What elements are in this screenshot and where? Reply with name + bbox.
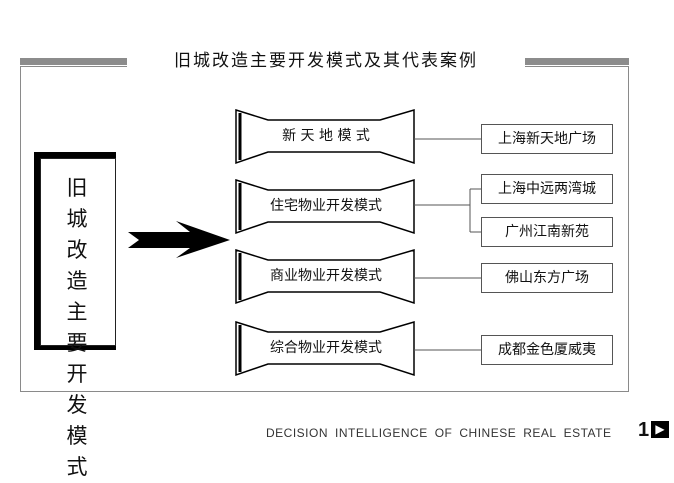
main-box: 旧 城 改 造 主 要 开 发 模 式 — [40, 158, 116, 479]
title-bar-left — [20, 58, 127, 65]
case-box: 成都金色厦威夷 — [481, 335, 613, 365]
mode-banner — [235, 108, 415, 165]
right-arrow-icon — [128, 221, 230, 258]
mode-banners — [235, 108, 415, 377]
main-label-line: 改 造 — [66, 238, 96, 293]
next-page-icon[interactable]: ▶ — [651, 421, 669, 438]
mode-banner — [235, 320, 415, 377]
main-label-line: 开 发 — [66, 362, 96, 417]
footer-word: DECISION — [266, 426, 329, 440]
case-box: 广州江南新苑 — [481, 217, 613, 247]
case-box: 佛山东方广场 — [481, 263, 613, 293]
footer-word: CHINESE — [459, 426, 517, 440]
title-bar-right — [525, 58, 629, 65]
main-label-line: 主 要 — [66, 300, 96, 355]
diagram-shapes — [128, 108, 481, 377]
mode-banner — [235, 248, 415, 305]
mode-banner — [235, 178, 415, 235]
footer-tagline: DECISION INTELLIGENCE OF CHINESE REAL ESTATE — [266, 426, 619, 440]
mode-label-mixed: 综合物业开发模式 — [270, 340, 382, 356]
mode-label-residential: 住宅物业开发模式 — [270, 198, 382, 214]
footer-word: REAL — [523, 426, 557, 440]
page-number: 1 — [638, 419, 650, 441]
page-title: 旧城改造主要开发模式及其代表案例 — [127, 48, 525, 74]
main-label-line: 旧 城 — [66, 176, 96, 231]
mode-label-xintiandi: 新 天 地 模 式 — [282, 128, 370, 144]
case-box: 上海中远两湾城 — [481, 174, 613, 204]
connectors — [414, 138, 481, 351]
case-box: 上海新天地广场 — [481, 124, 613, 154]
footer-word: INTELLIGENCE — [335, 426, 428, 440]
mode-label-commercial: 商业物业开发模式 — [270, 268, 382, 284]
footer-word: ESTATE — [563, 426, 612, 440]
footer-word: OF — [434, 426, 453, 440]
